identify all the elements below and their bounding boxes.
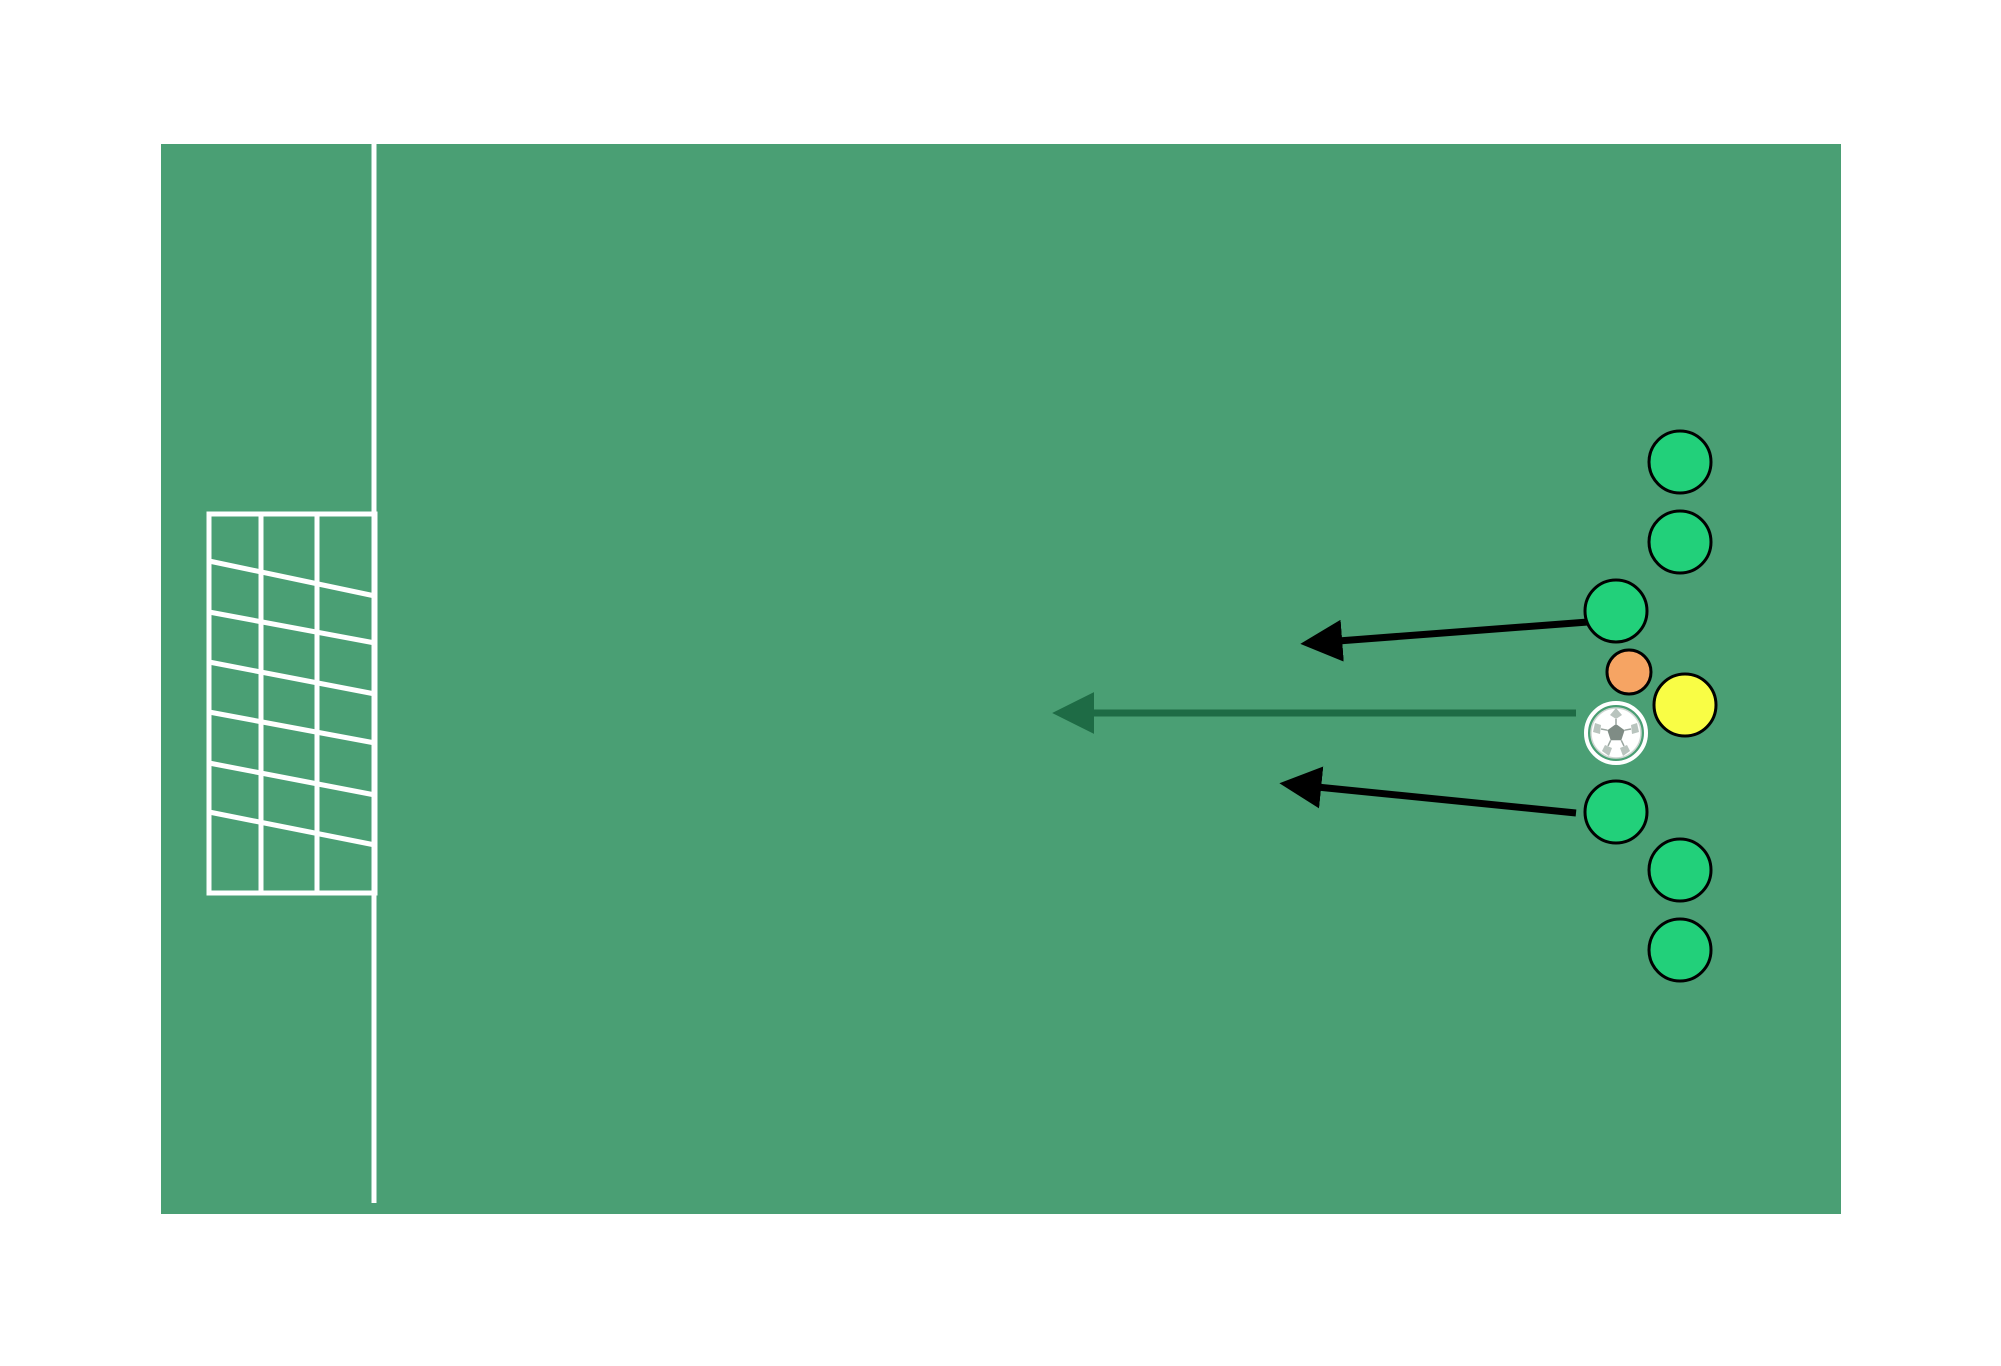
goal-net-diagonal — [208, 709, 376, 746]
goal-net-diagonal — [208, 809, 376, 848]
run-arrow-bottom — [1279, 766, 1577, 817]
goal-net-diagonal — [208, 760, 376, 798]
attacker-marker — [1647, 837, 1713, 903]
run-arrow-top — [1300, 618, 1589, 662]
attacker-marker — [1647, 509, 1713, 575]
goal-net-diagonal — [208, 659, 376, 697]
attacker-marker — [1583, 578, 1649, 644]
pitch — [161, 144, 1841, 1214]
coach-marker — [1605, 648, 1653, 696]
goal-net-diagonal — [208, 558, 376, 599]
defender-marker — [1652, 672, 1718, 738]
soccer-ball-icon — [1584, 701, 1648, 765]
attacker-marker — [1583, 779, 1649, 845]
attacker-marker — [1647, 917, 1713, 983]
goal — [206, 511, 378, 896]
attacker-marker — [1647, 429, 1713, 495]
goal-frame — [206, 511, 378, 896]
goal-net-diagonal — [208, 609, 376, 646]
